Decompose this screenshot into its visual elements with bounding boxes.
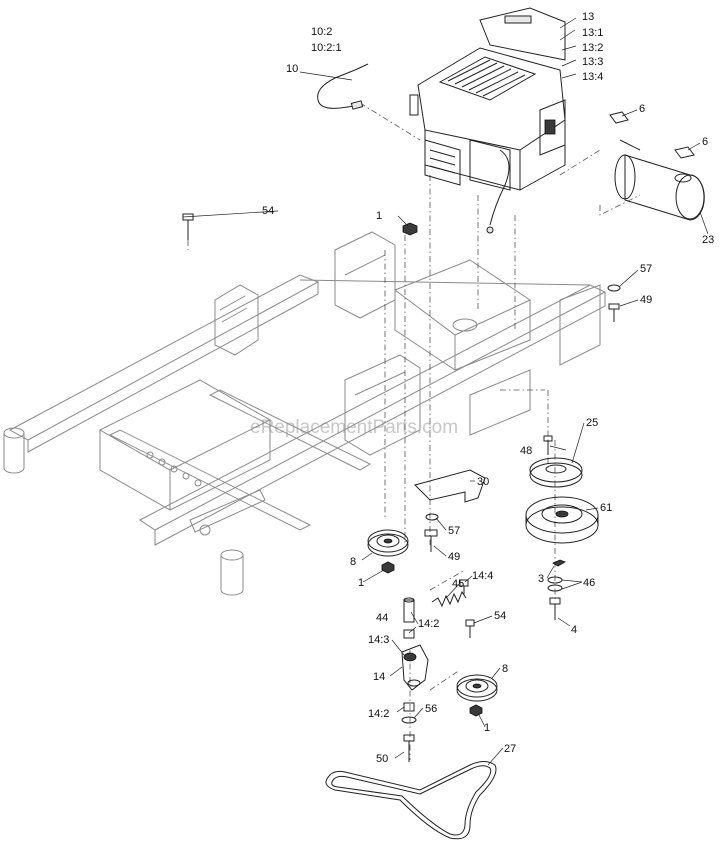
callout-1-upper: 1 <box>376 210 382 222</box>
callout-54-upper: 54 <box>262 205 274 217</box>
spring-45 <box>431 590 467 608</box>
callout-1-lower: 1 <box>484 722 490 734</box>
callout-10-2: 10:2 <box>311 26 332 38</box>
washer-57-lower <box>425 513 439 521</box>
watermark-text: eReplacementParts.com <box>250 417 458 438</box>
callout-labels: 10:2 10:2:1 10 13 13:1 13:2 13:3 13:4 6 … <box>262 11 714 765</box>
callout-50: 50 <box>376 753 388 765</box>
callout-14-3: 14:3 <box>368 634 389 646</box>
alignment-lines <box>187 102 641 760</box>
callout-1-mid: 1 <box>358 577 364 589</box>
washer-56 <box>401 716 417 724</box>
bolt-54-top <box>182 213 194 240</box>
callout-25: 25 <box>586 417 598 429</box>
bolt-50 <box>403 734 415 762</box>
nut-1-top <box>402 222 418 236</box>
callout-8-lower: 8 <box>502 663 508 675</box>
callout-10: 10 <box>286 63 298 75</box>
idler-pulley-8-lower <box>456 674 498 702</box>
callout-14-2-lower: 14:2 <box>368 708 389 720</box>
callout-6-upper: 6 <box>639 103 645 115</box>
callout-23: 23 <box>702 234 714 246</box>
callout-10-2-1: 10:2:1 <box>311 42 342 54</box>
callout-48: 48 <box>520 445 532 457</box>
callout-3: 3 <box>538 573 544 585</box>
bushing-14-2-lower <box>403 702 415 712</box>
callout-30: 30 <box>477 476 489 488</box>
bracket-30 <box>414 469 486 503</box>
callout-8-upper: 8 <box>350 556 356 568</box>
callout-54-lower: 54 <box>494 610 506 622</box>
nut-1-lower <box>469 704 483 717</box>
callout-14-4: 14:4 <box>472 570 493 582</box>
callout-61: 61 <box>600 502 612 514</box>
callout-14: 14 <box>373 671 385 683</box>
callout-13-4: 13:4 <box>582 71 603 83</box>
callout-14-2-upper: 14:2 <box>418 618 439 630</box>
nut-1-mid <box>381 561 395 574</box>
bushing-14-2-upper <box>403 629 415 639</box>
spacer-44 <box>403 597 415 623</box>
leader-lines <box>182 17 709 766</box>
bolt-54-lower <box>465 619 475 638</box>
callout-4: 4 <box>571 624 577 636</box>
callout-27: 27 <box>504 743 516 755</box>
mower-frame <box>3 231 607 596</box>
electric-clutch-61 <box>525 496 599 544</box>
drive-belt-27 <box>325 761 497 840</box>
callout-13-3: 13:3 <box>582 56 603 68</box>
callout-45: 45 <box>452 578 464 590</box>
key-3 <box>552 559 566 567</box>
bolt-48 <box>543 435 553 455</box>
callout-57-lower: 57 <box>448 525 460 537</box>
engine-assembly <box>409 7 566 234</box>
callout-56: 56 <box>425 703 437 715</box>
callout-13-2: 13:2 <box>582 42 603 54</box>
bolt-49-lower <box>424 529 438 552</box>
idler-arm-14 <box>401 644 429 691</box>
bolt-49-right <box>608 303 620 322</box>
callout-44: 44 <box>376 612 388 624</box>
muffler <box>609 111 705 221</box>
bolt-4 <box>549 597 561 620</box>
callout-49-lower: 49 <box>448 551 460 563</box>
idler-pulley-8-upper <box>367 529 409 557</box>
callout-13-1: 13:1 <box>582 27 603 39</box>
callout-13: 13 <box>582 11 594 23</box>
pulley-25 <box>529 457 583 488</box>
callout-6-lower: 6 <box>702 136 708 148</box>
callout-57-upper: 57 <box>640 263 652 275</box>
washer-57-right <box>607 284 621 292</box>
callout-49-upper: 49 <box>640 294 652 306</box>
callout-46: 46 <box>583 577 595 589</box>
engine-grille <box>438 56 537 101</box>
fuel-line <box>317 63 369 110</box>
